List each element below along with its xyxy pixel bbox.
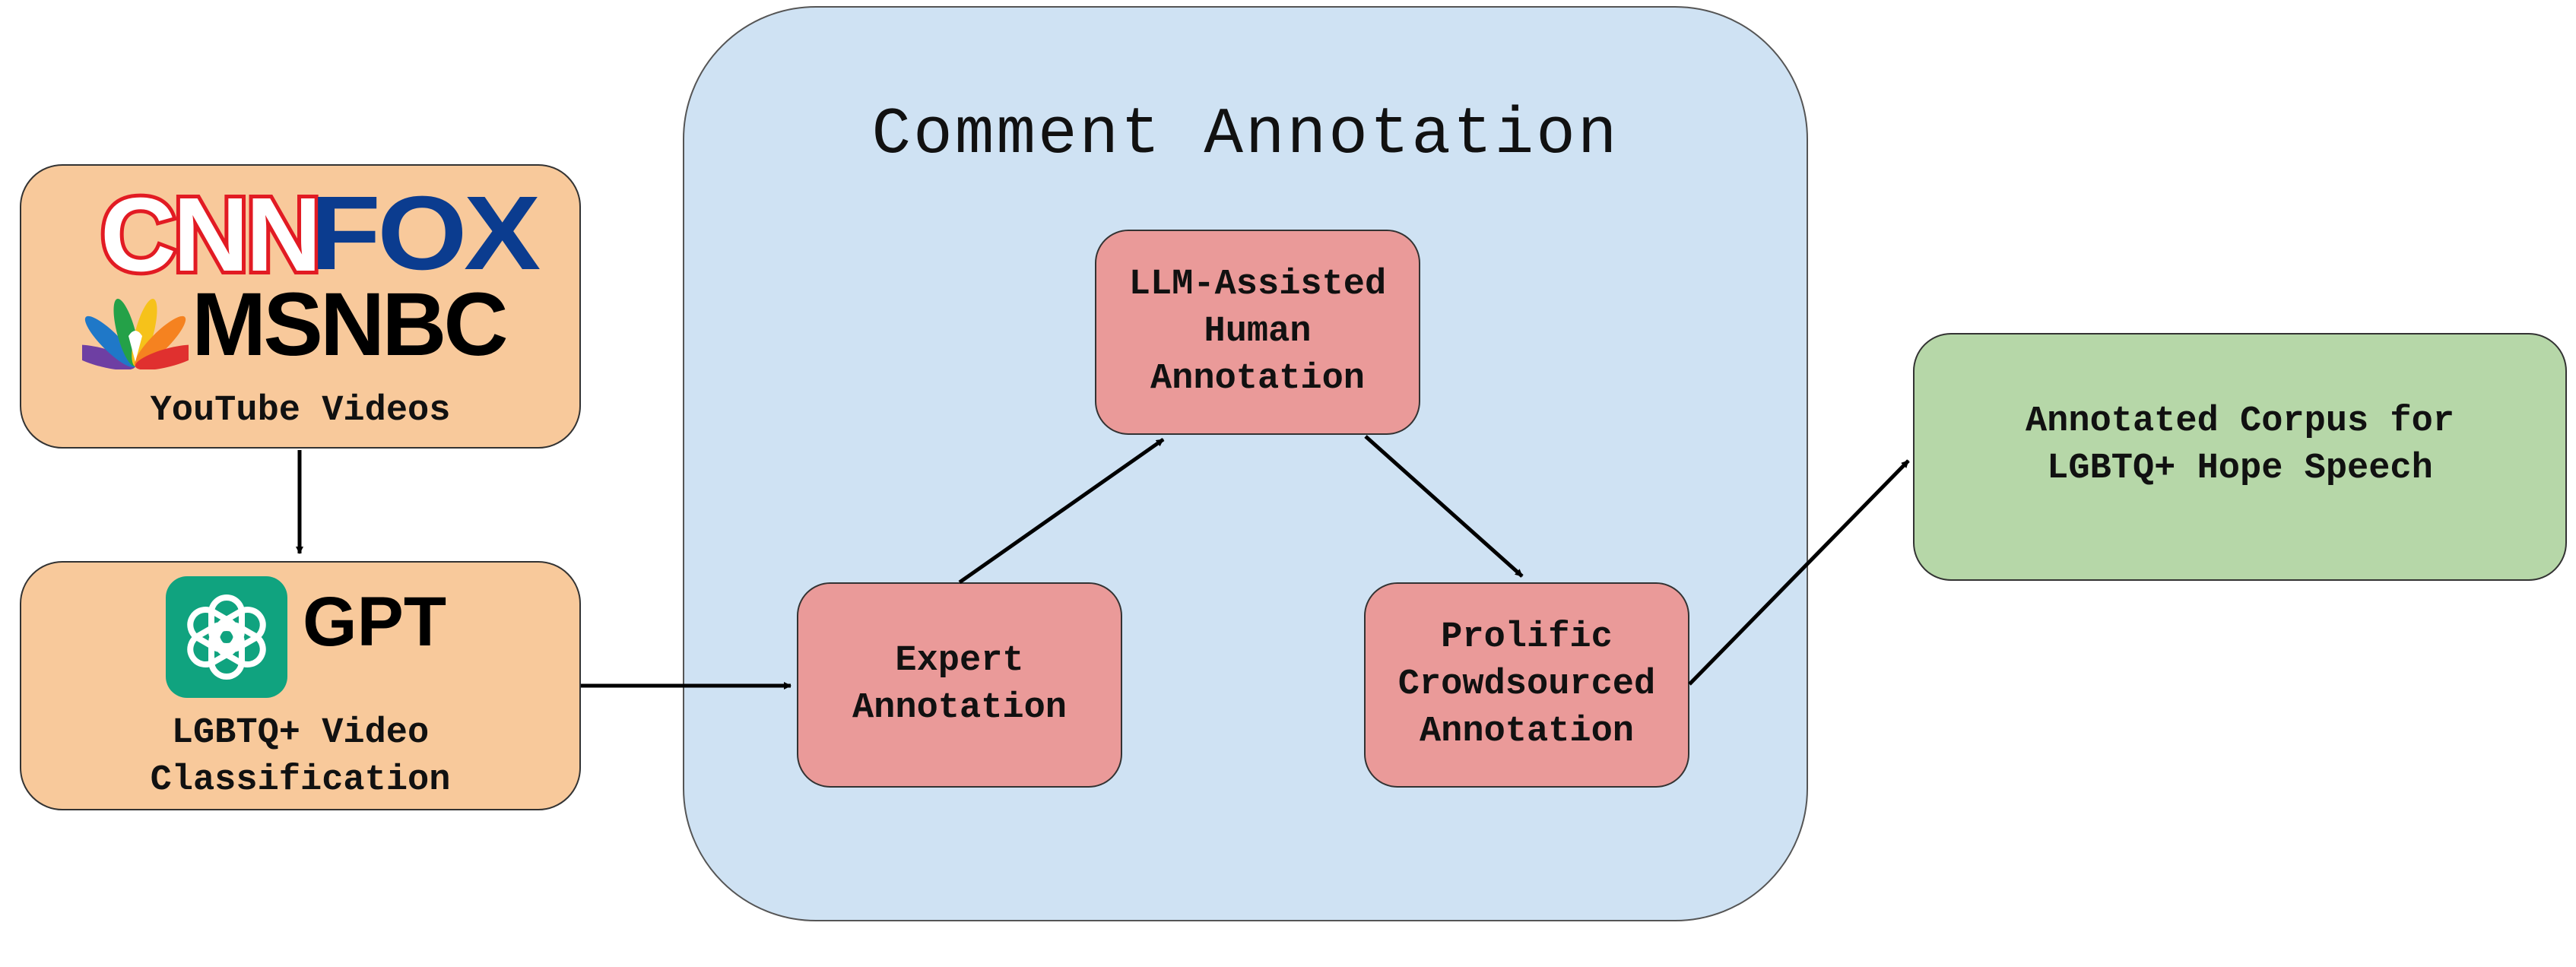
prolific-annotation-node: Prolific Crowdsourced Annotation (1364, 582, 1689, 788)
youtube-videos-node: YouTube Videos (20, 164, 581, 449)
cnn-logo: CNN (97, 176, 325, 293)
prolific-line-3: Annotation (1419, 712, 1635, 752)
gpt-classification-node: LGBTQ+ Video Classification (20, 561, 581, 810)
output-line-2: LGBTQ+ Hope Speech (2047, 449, 2433, 489)
prolific-line-2: Crowdsourced (1397, 664, 1656, 705)
edge-prolific-to-output (1688, 459, 1910, 686)
gpt-logo-text: GPT (303, 583, 447, 661)
youtube-videos-caption: YouTube Videos (150, 391, 451, 431)
prolific-line-1: Prolific (1441, 617, 1613, 658)
llm-line-1: LLM-Assisted (1128, 265, 1387, 305)
expert-line-2: Annotation (852, 688, 1068, 728)
expert-annotation-node: Expert Annotation (797, 582, 1122, 788)
annotated-corpus-node: Annotated Corpus for LGBTQ+ Hope Speech (1913, 333, 2567, 581)
edge-llm-to-prolific (1364, 435, 1524, 578)
group-title: Comment Annotation (871, 97, 1620, 172)
fox-logo: FOX (310, 175, 541, 292)
gpt-caption-line-1: LGBTQ+ Video (171, 713, 430, 753)
edge-expert-to-llm (958, 437, 1165, 585)
llm-assisted-annotation-node: LLM-Assisted Human Annotation (1095, 230, 1420, 435)
llm-line-3: Annotation (1150, 359, 1366, 399)
expert-line-1: Expert (895, 641, 1024, 681)
output-line-1: Annotated Corpus for (2025, 401, 2455, 442)
gpt-caption-line-2: Classification (150, 760, 451, 801)
peacock-icon (82, 299, 189, 369)
openai-icon (166, 576, 287, 698)
llm-line-2: Human (1204, 312, 1312, 352)
msnbc-logo: MSNBC (192, 274, 509, 375)
